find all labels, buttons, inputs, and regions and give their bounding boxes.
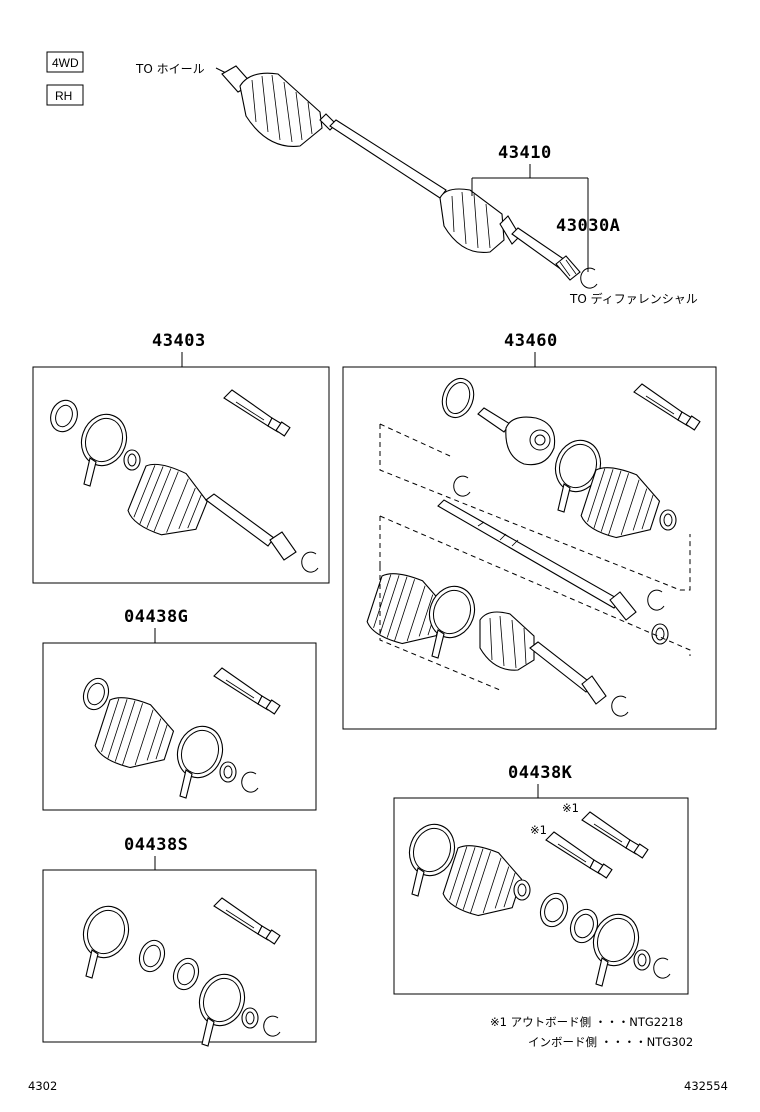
drive-tag-box	[46, 51, 84, 73]
to-wheel-label: TO ホイール	[135, 62, 205, 76]
kit-43403-box	[32, 366, 330, 584]
part-number-43410: 43410	[498, 143, 552, 163]
side-tag-box	[46, 84, 84, 106]
kit-04438K-parts	[401, 811, 671, 987]
part-number-43460: 43460	[504, 331, 558, 351]
drive-tag: 4WD	[52, 56, 79, 70]
part-number-04438G: 04438G	[124, 607, 188, 627]
part-number-04438K: 04438K	[508, 763, 573, 783]
footnote-line-1: ※1 アウトボード側 ・・・NTG2218	[490, 1015, 683, 1029]
to-differential-label: TO ディファレンシャル	[569, 291, 698, 306]
part-number-43030A: 43030A	[556, 216, 620, 236]
footnote-line-2: インボード側 ・・・・NTG302	[528, 1035, 693, 1049]
kit-04438K-box	[393, 797, 689, 995]
drive-shaft-assembly	[221, 65, 598, 289]
kit-04438G-parts	[82, 667, 281, 799]
kit-43403-parts	[50, 389, 319, 573]
kit-04438S-box	[42, 869, 317, 1043]
page-code-left: 4302	[28, 1079, 57, 1093]
kit-04438K-mark1-inboard: ※1	[530, 823, 547, 837]
kit-04438G-box	[42, 642, 317, 811]
part-number-43403: 43403	[152, 331, 206, 351]
side-tag: RH	[55, 89, 72, 103]
figure-code-right: 432554	[684, 1079, 728, 1093]
part-number-04438S: 04438S	[124, 835, 188, 855]
kit-43460-box	[342, 366, 717, 730]
kit-04438S-parts	[75, 897, 281, 1047]
kit-04438K-mark1-outboard: ※1	[562, 801, 579, 815]
kit-43460-parts	[363, 377, 701, 717]
